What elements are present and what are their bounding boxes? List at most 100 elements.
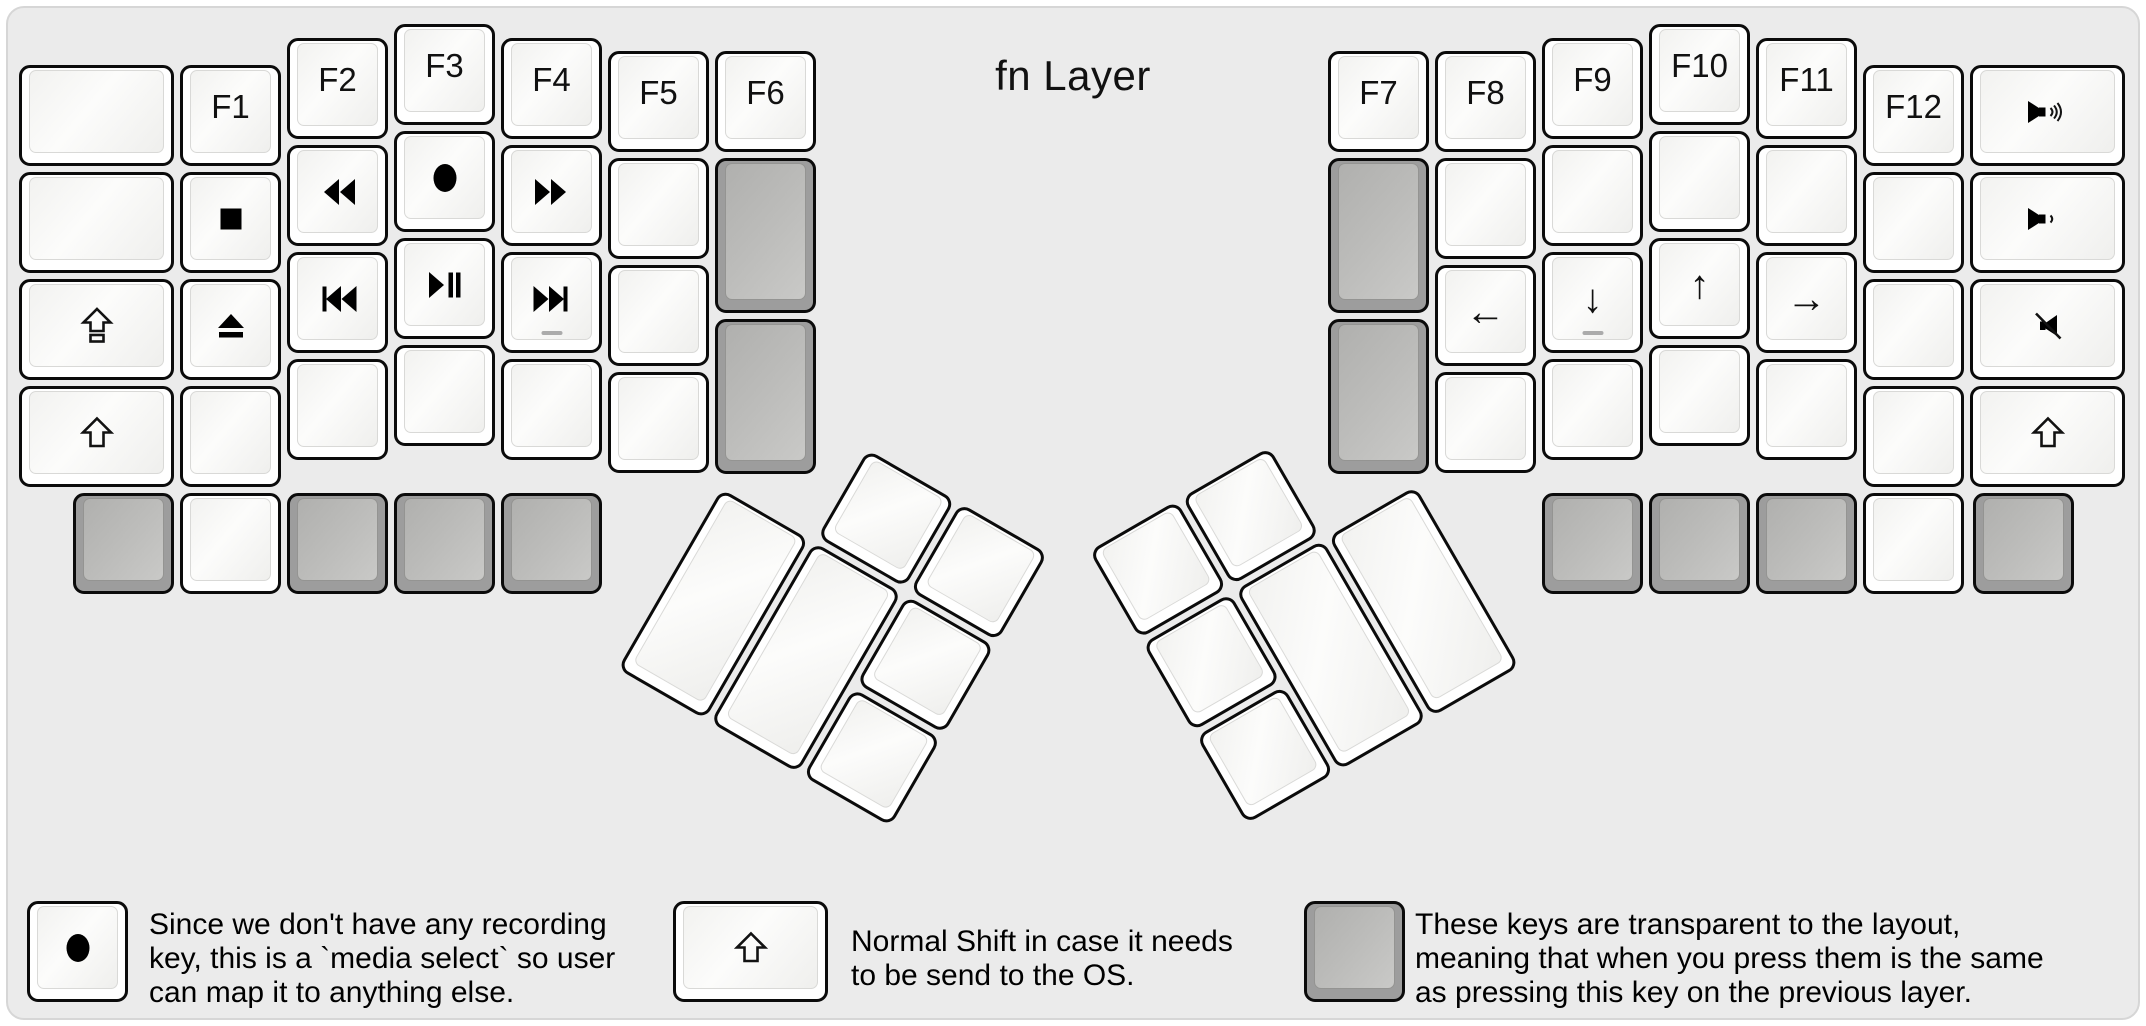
key-f12[interactable]: F12: [1863, 65, 1964, 166]
key-blank[interactable]: [1542, 359, 1643, 460]
layer-title: fn Layer: [995, 52, 1151, 99]
keycap-surface: [190, 70, 271, 153]
keycap-surface: [618, 163, 699, 246]
key-eject[interactable]: [180, 279, 281, 380]
keycap-surface: [1873, 70, 1954, 153]
key-blank[interactable]: [1649, 131, 1750, 232]
key-blank[interactable]: [1649, 345, 1750, 446]
keycap-surface: [683, 906, 818, 989]
key-f5[interactable]: F5: [608, 51, 709, 152]
key-f9[interactable]: F9: [1542, 38, 1643, 139]
key-rewind[interactable]: [287, 145, 388, 246]
key-blank[interactable]: [608, 372, 709, 473]
key-blank[interactable]: [1756, 145, 1857, 246]
fast-forward-icon: [504, 148, 599, 235]
key-blank[interactable]: [394, 345, 495, 446]
keycap-surface: [1873, 498, 1954, 581]
key-blank[interactable]: [180, 493, 281, 594]
key-shift[interactable]: [1970, 386, 2125, 487]
key-arrow-left[interactable]: ←: [1435, 265, 1536, 366]
key-blank[interactable]: [1756, 359, 1857, 460]
key-transparent[interactable]: [715, 319, 816, 474]
keycap-surface: [1980, 391, 2115, 474]
key-blank[interactable]: [19, 65, 174, 166]
legend-key-2: [673, 901, 828, 1002]
keycap-surface: [511, 43, 592, 126]
key-transparent[interactable]: [1649, 493, 1750, 594]
key-transparent[interactable]: [501, 493, 602, 594]
legend-line: Since we don't have any recording: [149, 908, 607, 941]
key-volume-down[interactable]: [1970, 172, 2125, 273]
key-transparent[interactable]: [73, 493, 174, 594]
keycap-surface: [404, 29, 485, 112]
key-blank[interactable]: [1435, 372, 1536, 473]
legend-line: meaning that when you press them is the …: [1415, 942, 2044, 975]
key-arrow-down[interactable]: ↓: [1542, 252, 1643, 353]
key-play-pause[interactable]: [394, 238, 495, 339]
key-label: F12: [1885, 88, 1942, 125]
keycap-surface: [1552, 498, 1633, 581]
key-transparent[interactable]: [1756, 493, 1857, 594]
key-f7[interactable]: F7: [1328, 51, 1429, 152]
key-blank[interactable]: [1863, 279, 1964, 380]
eject-icon: [183, 282, 278, 369]
key-previous-track[interactable]: [287, 252, 388, 353]
keycap-surface: [404, 350, 485, 433]
key-transparent[interactable]: [715, 158, 816, 313]
key-record[interactable]: [394, 131, 495, 232]
keycap-surface: [1552, 43, 1633, 126]
mute-icon: [1973, 282, 2122, 369]
key-f3[interactable]: F3: [394, 24, 495, 125]
previous-track-icon: [290, 255, 385, 342]
key-f1[interactable]: F1: [180, 65, 281, 166]
arrow-up-icon: ↑: [1689, 262, 1710, 307]
key-transparent[interactable]: [287, 493, 388, 594]
play-pause-icon: [397, 241, 492, 328]
key-blank[interactable]: [1435, 158, 1536, 259]
volume-up-icon: [1973, 68, 2122, 155]
key-f2[interactable]: F2: [287, 38, 388, 139]
key-transparent[interactable]: [394, 493, 495, 594]
key-blank[interactable]: [608, 158, 709, 259]
keycap-surface: [725, 163, 806, 300]
key-blank[interactable]: [501, 359, 602, 460]
key-blank[interactable]: [1863, 386, 1964, 487]
key-mute[interactable]: [1970, 279, 2125, 380]
keycap-surface: [1445, 270, 1526, 353]
keycap-surface: [1766, 43, 1847, 126]
key-f4[interactable]: F4: [501, 38, 602, 139]
key-arrow-up[interactable]: ↑: [1649, 238, 1750, 339]
key-shift[interactable]: [19, 386, 174, 487]
key-stop[interactable]: [180, 172, 281, 273]
arrow-left-icon: ←: [1465, 289, 1506, 334]
keycap-surface: [190, 498, 271, 581]
keycap-surface: [1659, 136, 1740, 219]
key-transparent[interactable]: [1542, 493, 1643, 594]
keycap-surface: [297, 364, 378, 447]
shift-icon: [676, 904, 825, 991]
key-f10[interactable]: F10: [1649, 24, 1750, 125]
legend-line: key, this is a `media select` so user: [149, 942, 616, 975]
legend-line: Normal Shift in case it needs: [851, 925, 1233, 958]
key-transparent[interactable]: [1328, 158, 1429, 313]
key-caps-lock[interactable]: [19, 279, 174, 380]
key-fast-forward[interactable]: [501, 145, 602, 246]
key-f6[interactable]: F6: [715, 51, 816, 152]
key-blank[interactable]: [287, 359, 388, 460]
key-volume-up[interactable]: [1970, 65, 2125, 166]
key-transparent[interactable]: [1973, 493, 2074, 594]
keycap-surface: [925, 512, 1037, 625]
keycap-surface: [1314, 906, 1395, 989]
key-arrow-right[interactable]: →: [1756, 252, 1857, 353]
key-blank[interactable]: [608, 265, 709, 366]
key-blank[interactable]: [1863, 172, 1964, 273]
key-blank[interactable]: [19, 172, 174, 273]
key-next-track[interactable]: [501, 252, 602, 353]
key-blank[interactable]: [1542, 145, 1643, 246]
keycap-surface: [1873, 391, 1954, 474]
key-f11[interactable]: F11: [1756, 38, 1857, 139]
key-transparent[interactable]: [1328, 319, 1429, 474]
key-blank[interactable]: [1863, 493, 1964, 594]
key-blank[interactable]: [180, 386, 281, 487]
key-f8[interactable]: F8: [1435, 51, 1536, 152]
